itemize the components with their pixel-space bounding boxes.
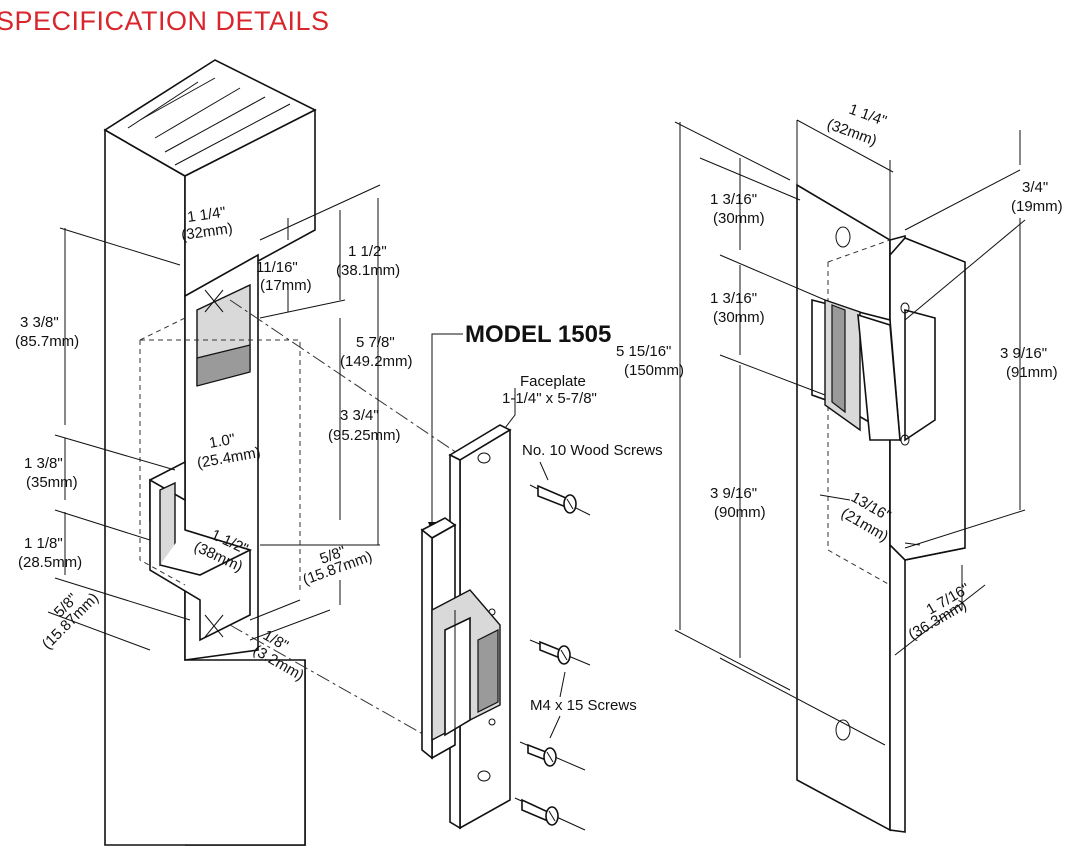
jamb-drawing xyxy=(103,59,461,846)
dim-label: 1 1/4" xyxy=(186,204,227,226)
dim-label: (30mm) xyxy=(713,309,765,326)
assembled-dimension-lines xyxy=(674,119,1026,746)
dim-label: 3 3/8" xyxy=(20,314,59,331)
dim-label: (19mm) xyxy=(1011,198,1063,215)
jamb-dimension-lines xyxy=(47,184,381,651)
assembled-dimension-labels: 1 1/4" (32mm) 3/4" (19mm) 1 3/16" (30mm)… xyxy=(616,101,1063,644)
dim-label: 3 9/16" xyxy=(1000,345,1047,362)
strike-assembled-view xyxy=(796,183,966,833)
dim-label: (149.2mm) xyxy=(340,353,413,370)
dim-label: 3 3/4" xyxy=(340,407,379,424)
dim-label: 3/4" xyxy=(1022,179,1048,196)
m4-screws-callout: M4 x 15 Screws xyxy=(530,697,637,714)
dim-label: 11/16" xyxy=(256,259,298,276)
dim-label: (17mm) xyxy=(260,277,312,294)
dim-label: (150mm) xyxy=(624,362,684,379)
dim-label: (91mm) xyxy=(1006,364,1058,381)
dim-label: (30mm) xyxy=(713,210,765,227)
dim-label: 3 9/16" xyxy=(710,485,757,502)
dim-label: (28.5mm) xyxy=(18,554,82,571)
wood-screw-icon xyxy=(529,484,591,516)
faceplate-size-callout: 1-1/4" x 5-7/8" xyxy=(502,390,597,407)
dim-label: 1.0" xyxy=(208,431,237,452)
wood-screw-icon xyxy=(514,797,586,831)
m4-screw-icon xyxy=(529,639,591,666)
dim-label: (85.7mm) xyxy=(15,333,79,350)
strike-exploded-view: MODEL 1505 Faceplate 1-1/4" x 5-7/8" No.… xyxy=(420,321,663,831)
wood-screws-callout: No. 10 Wood Screws xyxy=(522,442,663,459)
dim-label: 1 3/16" xyxy=(710,191,757,208)
dim-label: (38.1mm) xyxy=(336,262,400,279)
dim-label: 1 3/16" xyxy=(710,290,757,307)
faceplate-callout: Faceplate xyxy=(520,373,586,390)
page-title: SPECIFICATION DETAILS xyxy=(0,6,330,36)
model-label: MODEL 1505 xyxy=(465,321,611,348)
m4-screw-icon xyxy=(519,741,586,771)
dim-label: 1 1/2" xyxy=(348,243,387,260)
dim-label: (90mm) xyxy=(714,504,766,521)
dim-label: 1 1/8" xyxy=(24,535,63,552)
dim-label: 5 7/8" xyxy=(356,334,395,351)
dim-label: (35mm) xyxy=(26,474,78,491)
dim-label: (95.25mm) xyxy=(328,427,401,444)
dim-label: 1 3/8" xyxy=(24,455,63,472)
dim-label: 5 15/16" xyxy=(616,343,671,360)
